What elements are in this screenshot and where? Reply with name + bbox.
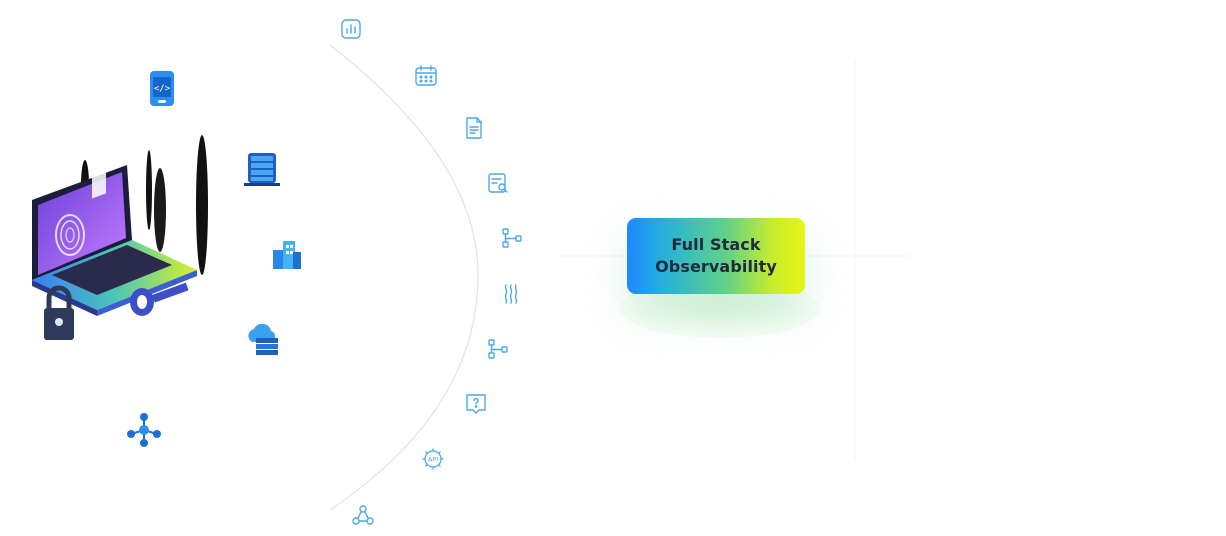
waves-icon	[500, 282, 524, 306]
svg-text:API: API	[428, 456, 438, 464]
server-rack-icon	[244, 153, 280, 186]
document-icon	[462, 116, 486, 140]
api-gear-icon: API	[421, 447, 445, 471]
svg-text:</>: </>	[154, 84, 171, 94]
hub-title-line1: Full Stack	[671, 235, 761, 254]
cloud-server-icon	[248, 324, 278, 355]
arc-line	[329, 44, 479, 511]
calendar-icon	[414, 64, 438, 88]
flow-branch-icon	[486, 337, 510, 361]
help-chat-icon	[464, 392, 488, 416]
full-stack-observability-card: Full Stack Observability	[627, 218, 805, 294]
hub-title-line2: Observability	[655, 257, 777, 276]
flow-branch-icon	[500, 226, 524, 250]
laptop-security-illustration	[32, 135, 208, 340]
bar-chart-icon	[339, 17, 363, 41]
buildings-icon	[273, 241, 301, 269]
document-search-icon	[486, 171, 510, 195]
mobile-code-icon: </>	[150, 71, 174, 106]
cluster-network-icon	[127, 413, 161, 447]
network-nodes-icon	[351, 503, 375, 527]
